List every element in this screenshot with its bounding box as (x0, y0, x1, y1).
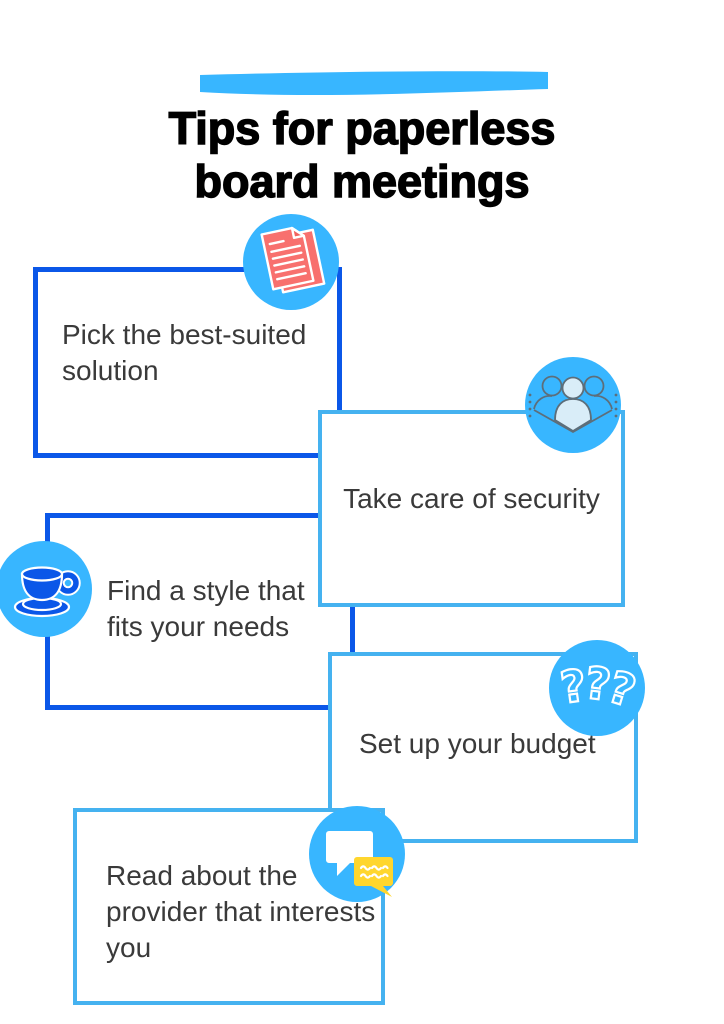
tip-label: Take care of security (343, 482, 600, 514)
tip-label: Set up your budget (359, 727, 596, 759)
people-group-icon (525, 357, 621, 453)
chat-bubbles-icon (309, 806, 405, 902)
page-title: Tips for paperless board meetings (168, 102, 556, 208)
tip-label: Find a style that fits your needs (107, 574, 305, 642)
coffee-cup-icon (0, 541, 92, 637)
tip-card-security: Take care of security (318, 410, 625, 607)
tip-label: Read about the provider that interests y… (106, 859, 376, 963)
brush-stroke-highlight (200, 71, 548, 96)
question-marks-icon: ? ? ? (549, 640, 645, 736)
documents-icon (243, 214, 339, 310)
tip-card-style: Find a style that fits your needs (45, 513, 355, 710)
tip-label: Pick the best-suited solution (62, 318, 307, 386)
